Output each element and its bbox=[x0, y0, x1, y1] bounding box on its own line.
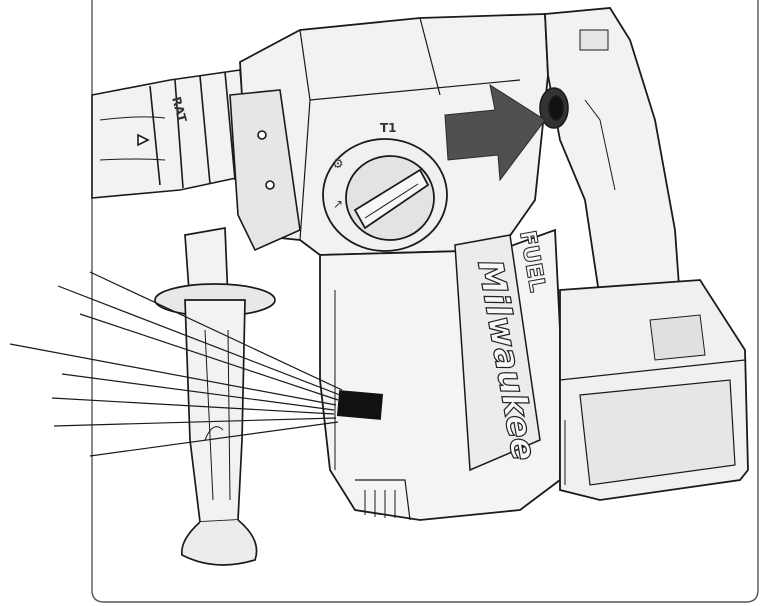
rating-label bbox=[336, 390, 384, 420]
leader-lines bbox=[9, 271, 343, 457]
trigger[interactable] bbox=[539, 87, 569, 129]
mode-selector-knob[interactable]: ⚙ ↗ bbox=[322, 138, 448, 252]
gear-housing: T1 bbox=[239, 13, 549, 256]
leader-line bbox=[61, 373, 335, 411]
rear-handle[interactable] bbox=[544, 7, 681, 301]
battery-pack bbox=[559, 279, 749, 501]
leader-line bbox=[53, 417, 337, 427]
leader-line bbox=[89, 271, 343, 391]
svg-text:↗: ↗ bbox=[333, 197, 343, 211]
brand-panel: Milwaukee FUEL bbox=[454, 228, 550, 472]
figure-frame bbox=[91, 0, 759, 603]
leader-line bbox=[9, 343, 337, 406]
leader-line bbox=[89, 421, 339, 457]
handle-bracket bbox=[229, 89, 301, 252]
leader-line bbox=[57, 285, 341, 396]
side-handle[interactable] bbox=[154, 226, 276, 566]
leader-line bbox=[51, 397, 335, 415]
svg-text:RAT: RAT bbox=[169, 95, 189, 124]
mode-symbol-label: T1 bbox=[380, 121, 397, 135]
chuck: RAT bbox=[91, 69, 251, 199]
direction-arrow bbox=[444, 83, 546, 182]
svg-text:⚙: ⚙ bbox=[332, 157, 344, 172]
leader-line bbox=[79, 313, 339, 401]
